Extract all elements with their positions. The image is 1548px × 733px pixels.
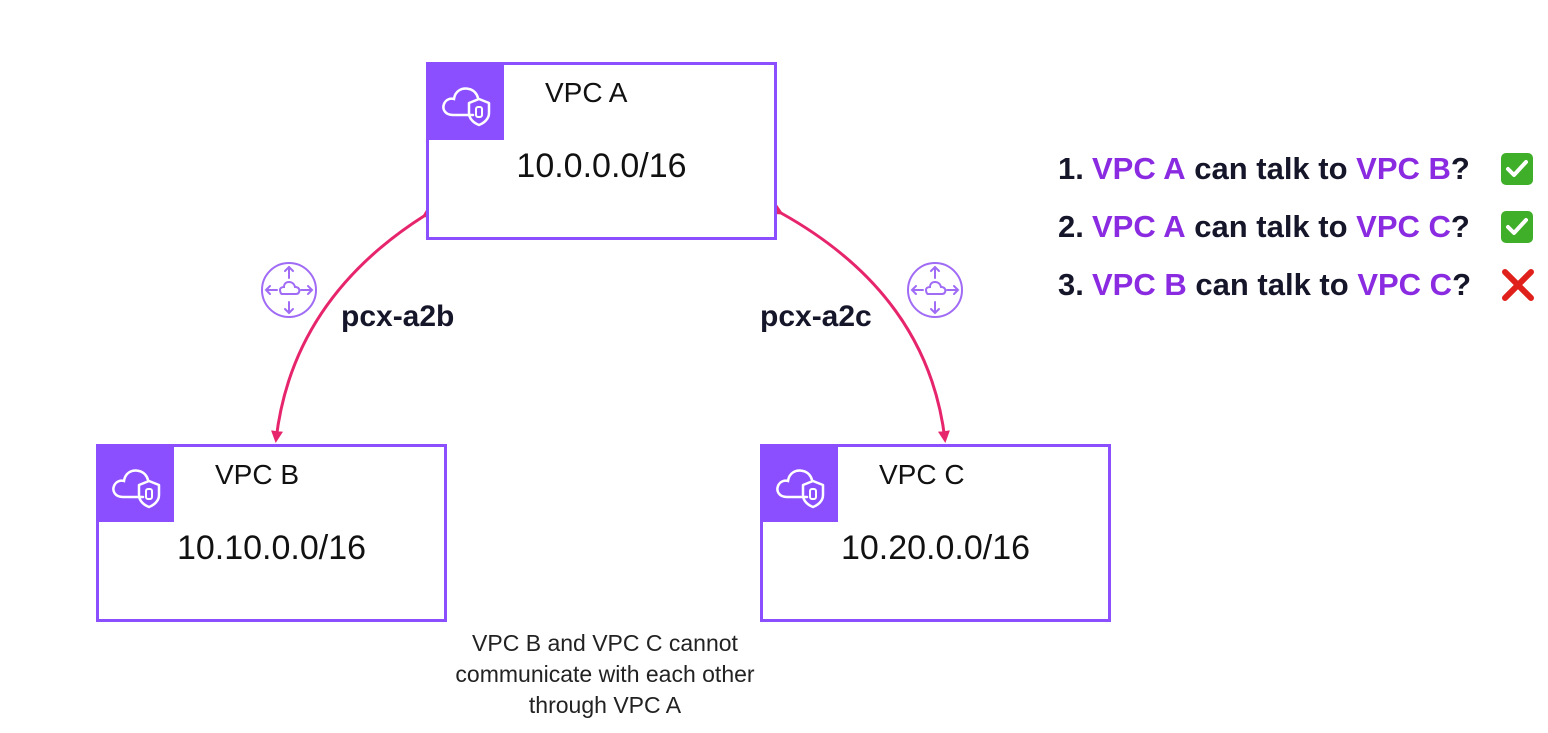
vpc-b-box: VPC B 10.10.0.0/16 [96, 444, 447, 622]
question-object: VPC C [1356, 209, 1451, 244]
question-punct: ? [1450, 151, 1470, 186]
check-mark-icon [1500, 210, 1534, 244]
question-item: 2. VPC A can talk to VPC C? [1058, 198, 1535, 256]
question-subject: VPC A [1092, 151, 1186, 186]
question-number: 3. [1058, 267, 1084, 302]
question-subject: VPC A [1092, 209, 1186, 244]
peering-arrow-a2b [271, 206, 435, 443]
vpc-cloud-shield-icon [429, 65, 504, 140]
question-object: VPC B [1356, 151, 1451, 186]
vpc-cloud-shield-icon [763, 447, 838, 522]
vpc-c-cidr: 10.20.0.0/16 [840, 529, 1031, 567]
vpc-a-cidr: 10.0.0.0/16 [516, 147, 687, 185]
caption-line-1: VPC B and VPC C cannot [472, 630, 738, 656]
diagram-caption: VPC B and VPC C cannot communicate with … [404, 628, 806, 721]
question-verb: can talk to [1195, 267, 1349, 302]
question-item: 3. VPC B can talk to VPC C? [1058, 256, 1535, 314]
question-punct: ? [1452, 267, 1472, 302]
question-item: 1. VPC A can talk to VPC B? [1058, 140, 1535, 198]
connectivity-questions: 1. VPC A can talk to VPC B? 2. VPC A can… [1058, 140, 1535, 314]
peering-label-a2b: pcx-a2b [341, 300, 455, 333]
vpc-b-cidr: 10.10.0.0/16 [176, 529, 367, 567]
question-number: 2. [1058, 209, 1084, 244]
vpc-c-box: VPC C 10.20.0.0/16 [760, 444, 1111, 622]
peering-arrow-a2c [770, 203, 950, 443]
question-verb: can talk to [1194, 209, 1348, 244]
question-verb: can talk to [1194, 151, 1348, 186]
vpc-a-box: VPC A 10.0.0.0/16 [426, 62, 777, 240]
vpc-cloud-shield-icon [99, 447, 174, 522]
cross-mark-icon [1501, 268, 1535, 302]
vpc-c-name: VPC C [879, 459, 965, 490]
caption-line-3: through VPC A [528, 692, 682, 718]
check-mark-icon [1500, 152, 1534, 186]
vpc-a-name: VPC A [545, 77, 628, 108]
question-number: 1. [1058, 151, 1084, 186]
peering-router-icon [906, 261, 964, 319]
peering-label-a2c: pcx-a2c [760, 300, 872, 333]
question-object: VPC C [1357, 267, 1453, 302]
vpc-b-name: VPC B [215, 459, 300, 490]
caption-line-2: communicate with each other [455, 661, 755, 687]
question-punct: ? [1450, 209, 1470, 244]
peering-router-icon [260, 261, 318, 319]
question-subject: VPC B [1092, 267, 1187, 302]
